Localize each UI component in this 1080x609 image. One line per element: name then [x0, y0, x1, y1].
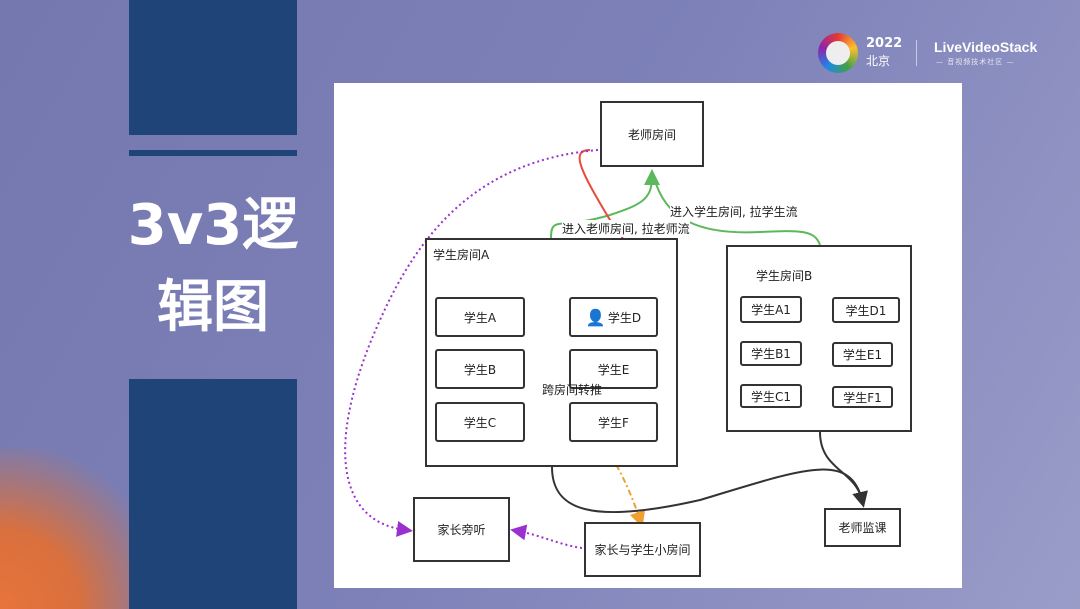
edge-teacher-to-parent [344, 149, 599, 537]
logo-divider [916, 40, 917, 66]
edge-a-to-teacher [550, 169, 660, 239]
decor-bar-thin [129, 150, 297, 156]
student-node: 学生E [569, 349, 658, 389]
slide-title-line1: 3v3逻 [127, 193, 299, 258]
brand-subtitle: — 音视频技术社区 — [936, 58, 1015, 66]
student-node: 学生F [569, 402, 658, 442]
event-year: 2022 [866, 36, 903, 51]
decor-bar-top [129, 0, 297, 135]
student-d-label: 学生D [607, 310, 642, 325]
room-a-label: 学生房间A [433, 248, 490, 262]
teacher-monitor-node: 老师监课 [824, 508, 901, 547]
edge-b-to-teacher [653, 176, 821, 246]
parent-student-room-node: 家长与学生小房间 [584, 522, 701, 577]
student-node: 学生A1 [740, 296, 802, 323]
student-node: 学生E1 [832, 342, 893, 367]
student-node: 学生B [435, 349, 525, 389]
student-node: 学生C1 [740, 384, 802, 408]
student-d-node: 👤学生D [569, 297, 658, 337]
event-city: 北京 [866, 54, 891, 68]
edge-a-to-monitor [551, 466, 868, 514]
student-node: 学生B1 [740, 341, 802, 366]
student-node: 学生A [435, 297, 525, 337]
edge-small-to-parent [510, 524, 583, 549]
event-logo-icon [818, 33, 858, 73]
decor-bar-bottom [129, 379, 297, 609]
student-node: 学生D1 [832, 297, 900, 323]
edge-b-to-monitor [819, 431, 863, 501]
parent-listen-node: 家长旁听 [413, 497, 510, 562]
user-icon: 👤 [585, 307, 606, 327]
edge-label-enter-teacher: 进入老师房间, 拉老师流 [562, 220, 690, 237]
edge-label-relay: 跨房间转推 [542, 383, 603, 397]
room-b-label: 学生房间B [756, 269, 813, 283]
student-node: 学生F1 [832, 386, 893, 408]
brand-logo: LiveVideoStack [934, 39, 1038, 55]
edge-label-enter-student: 进入学生房间, 拉学生流 [670, 203, 798, 220]
student-node: 学生C [435, 402, 525, 442]
slide-title-line2: 辑图 [157, 275, 269, 340]
teacher-room-node: 老师房间 [600, 101, 704, 167]
